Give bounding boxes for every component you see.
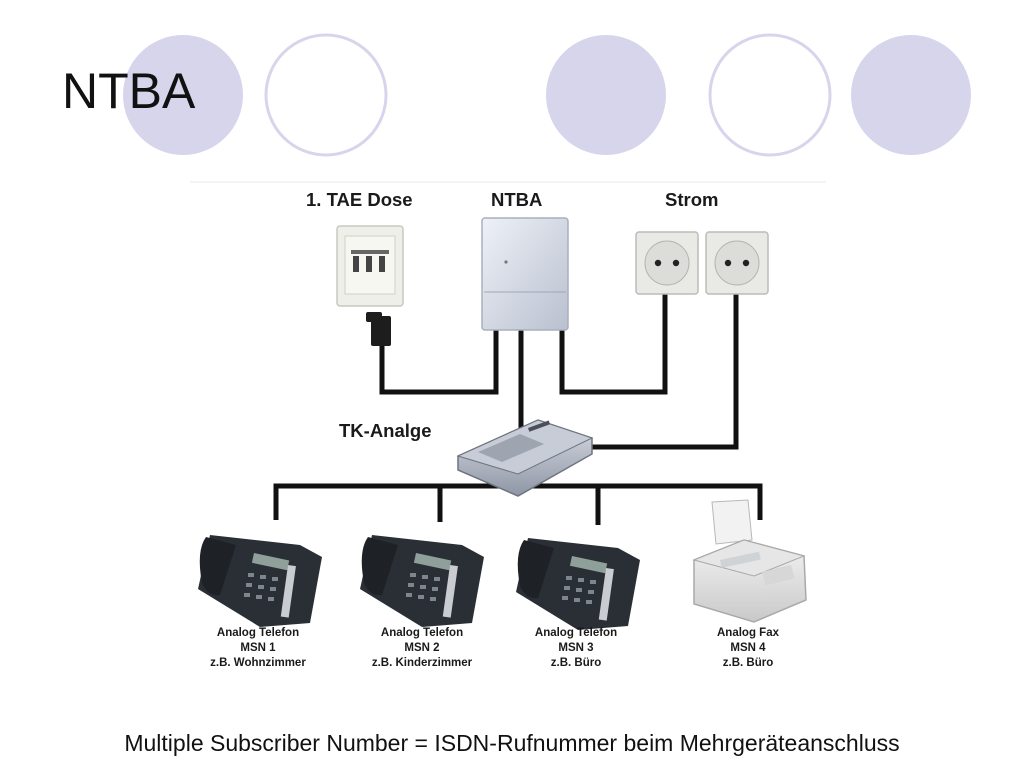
slide-title: NTBA — [62, 63, 196, 119]
device-room: z.B. Büro — [723, 657, 773, 669]
slide-footer-caption: Multiple Subscriber Number = ISDN-Rufnum… — [124, 730, 900, 756]
telephone-2 — [360, 535, 484, 627]
device-name: Analog Telefon — [381, 627, 463, 639]
power-sockets — [635, 231, 769, 295]
device-name: Analog Telefon — [535, 627, 617, 639]
telephone-3 — [516, 538, 640, 630]
ntba-device — [481, 217, 569, 331]
device-msn: MSN 3 — [558, 642, 593, 654]
device-room: z.B. Kinderzimmer — [372, 657, 473, 669]
tk-anlage-device — [456, 419, 594, 497]
deco-circle-filled — [123, 35, 243, 155]
device-name: Analog Fax — [717, 627, 780, 639]
device-name: Analog Telefon — [217, 627, 299, 639]
device-msn: MSN 2 — [404, 642, 439, 654]
device-room: z.B. Büro — [551, 657, 601, 669]
ntba-label: NTBA — [491, 189, 542, 210]
tae-label: 1. TAE Dose — [306, 189, 413, 210]
device-caption-2: Analog Telefon MSN 2 z.B. Kinderzimmer — [372, 627, 473, 669]
device-caption-4: Analog Fax MSN 4 z.B. Büro — [717, 627, 780, 669]
device-room: z.B. Wohnzimmer — [210, 657, 306, 669]
deco-circle-outline — [264, 33, 388, 157]
deco-circle-filled — [851, 35, 971, 155]
device-caption-3: Analog Telefon MSN 3 z.B. Büro — [535, 627, 617, 669]
deco-circle-outline — [708, 33, 832, 157]
deco-circle-filled — [546, 35, 666, 155]
fax-machine — [692, 499, 807, 623]
tae-socket — [336, 225, 404, 346]
tk-anlage-label: TK-Analge — [339, 420, 432, 441]
device-caption-1: Analog Telefon MSN 1 z.B. Wohnzimmer — [210, 627, 306, 669]
device-msn: MSN 1 — [240, 642, 276, 654]
device-msn: MSN 4 — [730, 642, 766, 654]
telephone-1 — [198, 535, 322, 627]
strom-label: Strom — [665, 189, 718, 210]
